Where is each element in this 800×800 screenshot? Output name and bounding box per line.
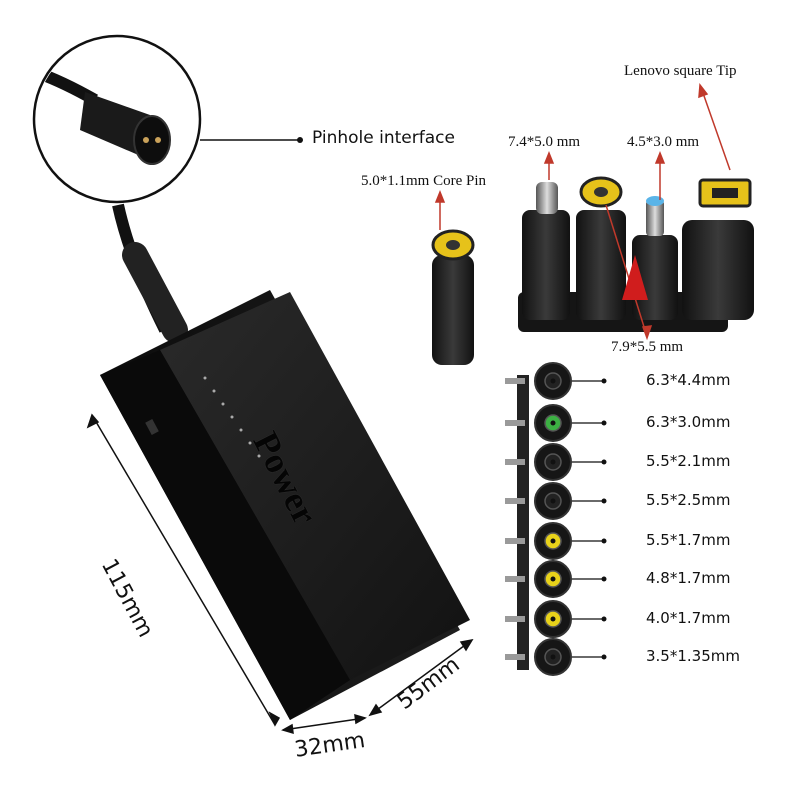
small-tip-label-6: 4.8*1.7mm [646,569,731,587]
small-tip-1 [505,362,607,400]
small-tip-label-4: 5.5*2.5mm [646,491,731,509]
tip-79-label: 7.9*5.5 mm [611,339,684,355]
core-pin-label: 5.0*1.1mm Core Pin [361,173,487,189]
dimension-lines [86,413,474,735]
red-marker [622,255,648,300]
small-tip-label-1: 6.3*4.4mm [646,371,731,389]
small-tip-label-7: 4.0*1.7mm [646,609,731,627]
adapter-body [100,290,470,720]
small-tip-2 [505,404,607,442]
pinhole-callout [32,34,303,204]
pointer-arrows [434,83,731,341]
top-tips-group [431,176,754,365]
strain-relief [122,242,188,343]
small-tips-group [505,362,607,676]
small-tip-5 [505,522,607,560]
small-tip-7 [505,600,607,638]
small-tip-3 [505,443,607,481]
small-tip-label-5: 5.5*1.7mm [646,531,731,549]
tip-74-label: 7.4*5.0 mm [508,134,581,150]
pinhole-interface-label: Pinhole interface [312,128,455,148]
tip-45-label: 4.5*3.0 mm [627,134,700,150]
small-tip-label-3: 5.5*2.1mm [646,452,731,470]
small-tip-6 [505,560,607,598]
small-tip-8 [505,638,607,676]
lenovo-tip-label: Lenovo square Tip [624,63,737,79]
small-tip-label-2: 6.3*3.0mm [646,413,731,431]
small-tip-label-8: 3.5*1.35mm [646,647,740,665]
small-tip-4 [505,482,607,520]
